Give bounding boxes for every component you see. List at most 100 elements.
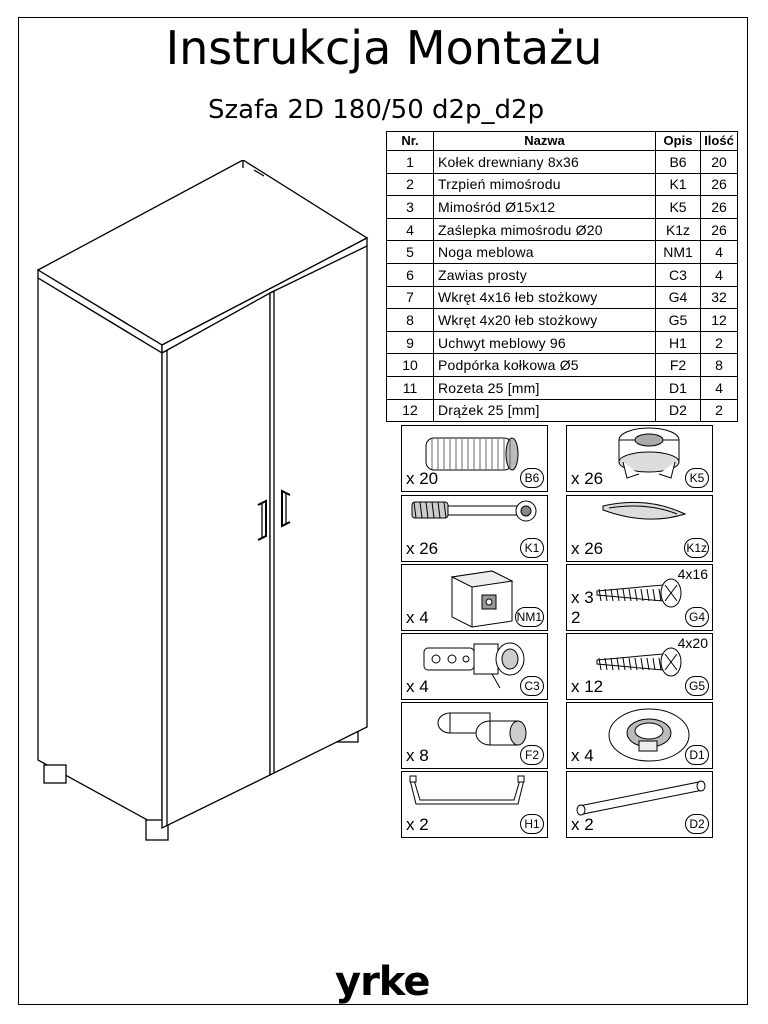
tile-quantity: x 20 [406,469,439,488]
tile-quantity: x 4 [406,608,429,627]
header-nr: Nr. [386,131,434,151]
row-code: G4 [655,285,701,310]
hanging-rail-icon [576,780,706,816]
row-code: K5 [655,195,701,219]
row-name: Uchwyt meblowy 96 [433,330,656,355]
tile-size-label: 4x20 [677,635,708,651]
header-qty: Ilość [700,131,738,151]
row-code: G5 [655,308,701,332]
header-code: Opis [655,131,701,151]
row-qty: 20 [700,150,738,174]
tile-code-badge: C3 [520,676,544,696]
hardware-tile-d2: x 2 D2 [566,771,713,838]
tile-code-badge: K5 [685,468,709,488]
row-qty: 8 [700,353,738,377]
row-qty: 4 [700,375,738,400]
screw-icon [596,578,682,608]
row-nr: 7 [386,285,434,310]
row-nr: 9 [386,330,434,355]
tile-code-badge: H1 [520,814,544,834]
header-name: Nazwa [433,131,656,151]
rail-socket-icon [608,708,690,762]
row-name: Noga meblowa [433,240,656,264]
row-nr: 1 [386,150,434,174]
tile-quantity: x 2 [406,815,429,834]
handle-icon [409,775,525,805]
tile-quantity: x 2 [571,815,594,834]
row-name: Trzpień mimośrodu [433,172,656,197]
row-qty: 2 [700,398,738,423]
hardware-tile-d1: x 4 D1 [566,702,713,769]
row-code: D2 [655,398,701,423]
tile-code-badge: F2 [520,745,544,765]
tile-size-label: 4x16 [677,566,708,582]
cam-lock-icon [618,427,680,479]
row-nr: 2 [386,172,434,197]
row-name: Wkręt 4x20 łeb stożkowy [433,308,656,332]
row-qty: 26 [700,172,738,197]
row-name: Zaślepka mimośrodu Ø20 [433,217,656,242]
row-name: Wkręt 4x16 łeb stożkowy [433,285,656,310]
product-subtitle: Szafa 2D 180/50 d2p_d2p [208,95,545,125]
wooden-dowel-icon [425,437,519,471]
furniture-leg-icon [450,570,514,628]
row-nr: 8 [386,308,434,332]
row-qty: 32 [700,285,738,310]
tile-quantity: x 8 [406,746,429,765]
row-qty: 12 [700,308,738,332]
row-nr: 5 [386,240,434,264]
row-qty: 4 [700,262,738,287]
row-nr: 12 [386,398,434,423]
shelf-pin-icon [437,712,527,746]
row-name: Zawias prosty [433,262,656,287]
hardware-tile-c3: x 4 C3 [401,633,548,700]
table-header-row: Nr. Nazwa Opis Ilość [386,131,738,151]
tile-quantity: x 26 [571,539,604,558]
row-name: Kołek drewniany 8x36 [433,150,656,174]
row-code: F2 [655,353,701,377]
hardware-tile-nm1: x 4 NM1 [401,564,548,631]
tile-quantity: x 3 2 [571,588,594,627]
cover-cap-icon [602,501,687,520]
row-code: K1 [655,172,701,197]
row-name: Rozeta 25 [mm] [433,375,656,400]
tile-code-badge: G5 [685,676,709,696]
hardware-tile-f2: x 8 F2 [401,702,548,769]
row-qty: 4 [700,240,738,264]
tile-code-badge: D2 [685,814,709,834]
tile-code-badge: K1z [684,538,709,558]
page-title: Instrukcja Montażu [165,21,603,75]
brand-logo: yrke [331,960,434,1004]
hinge-icon [423,642,525,689]
row-code: B6 [655,150,701,174]
tile-quantity: x 4 [571,746,594,765]
tile-quantity: x 4 [406,677,429,696]
row-code: NM1 [655,240,701,264]
tile-code-badge: D1 [685,745,709,765]
row-nr: 11 [386,375,434,400]
row-nr: 6 [386,262,434,287]
row-code: H1 [655,330,701,355]
tile-code-badge: B6 [520,468,544,488]
hardware-tile-h1: x 2 H1 [401,771,548,838]
row-name: Podpórka kołkowa Ø5 [433,353,656,377]
row-code: D1 [655,375,701,400]
tile-quantity: x 26 [406,539,439,558]
row-qty: 26 [700,195,738,219]
wardrobe-illustration [36,160,369,841]
tile-code-badge: NM1 [514,607,544,627]
row-code: K1z [655,217,701,242]
